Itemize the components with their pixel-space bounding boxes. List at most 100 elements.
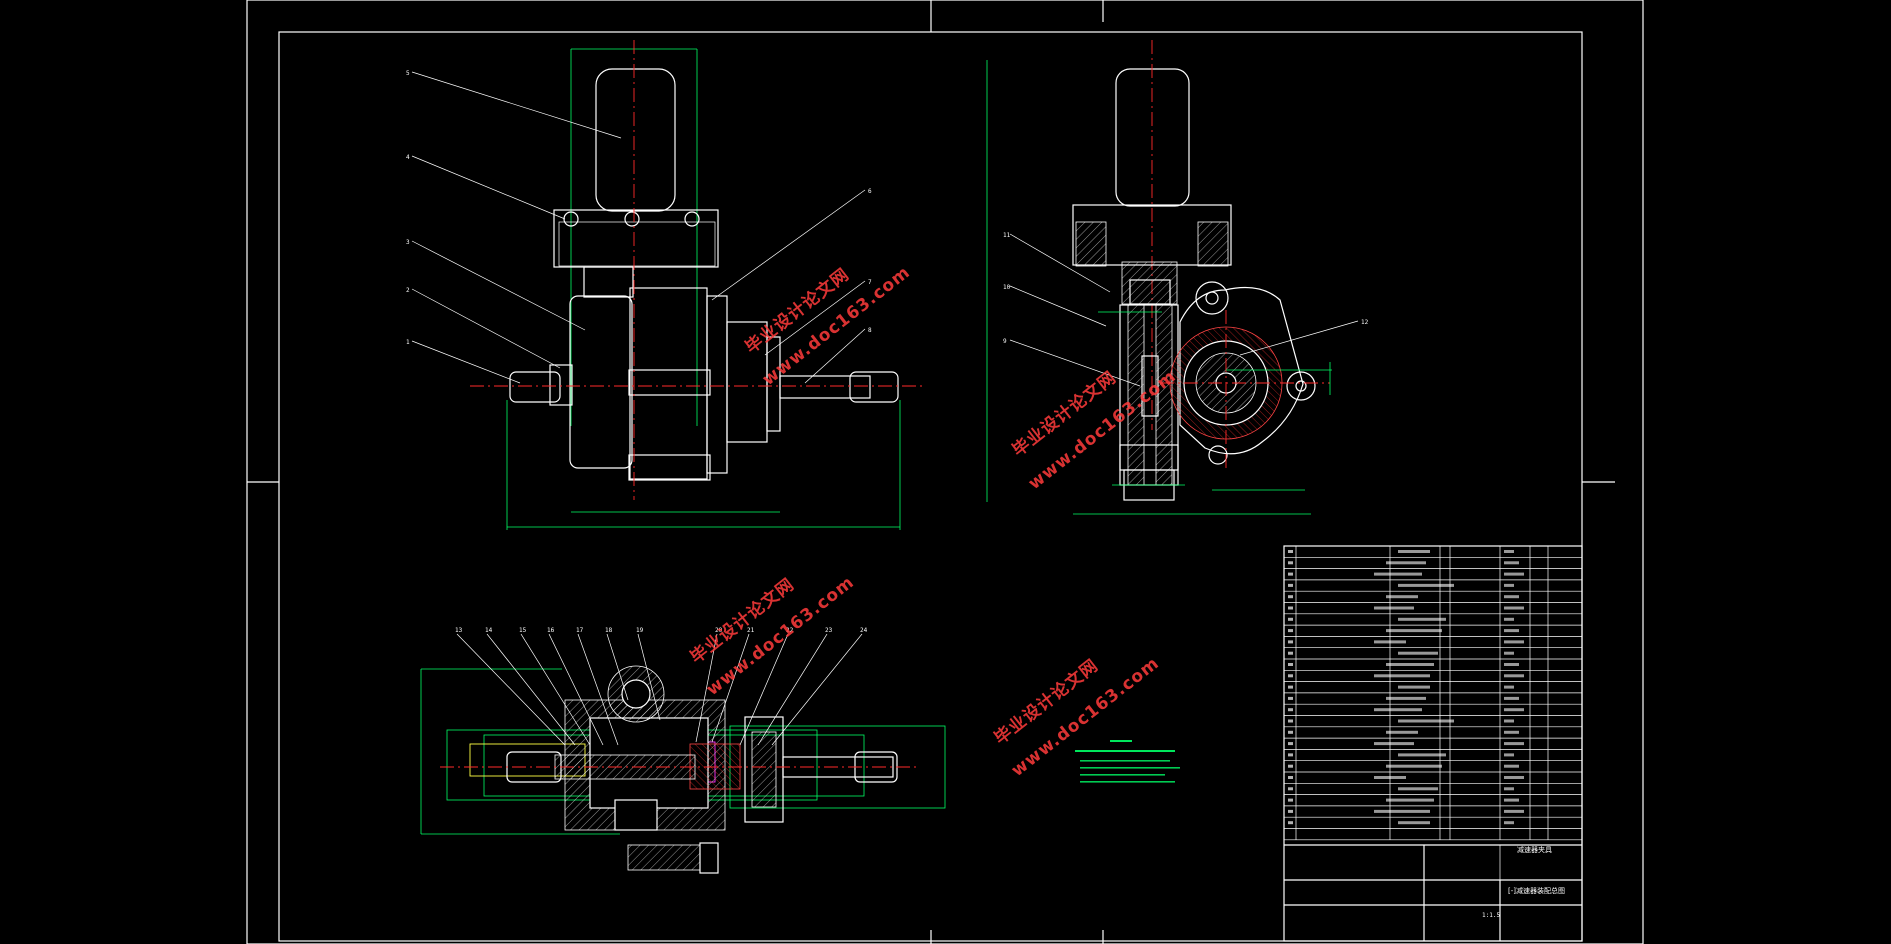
parts-list-index-mark xyxy=(1288,640,1293,644)
parts-list-material-mark xyxy=(1504,809,1524,813)
svg-text:13: 13 xyxy=(455,627,463,634)
parts-list-name-mark xyxy=(1386,663,1434,666)
parts-list-material-mark xyxy=(1504,798,1519,802)
parts-list-index-mark xyxy=(1288,651,1293,655)
parts-list-index-mark xyxy=(1288,685,1293,689)
parts-list-material-mark xyxy=(1504,617,1514,621)
parts-list-material-mark xyxy=(1504,663,1519,666)
parts-list-material-mark xyxy=(1504,606,1524,610)
svg-text:14: 14 xyxy=(485,627,493,634)
parts-list-index-mark xyxy=(1288,617,1293,621)
svg-text:15: 15 xyxy=(519,627,527,634)
parts-list-material-mark xyxy=(1504,685,1514,689)
parts-list-index-mark xyxy=(1288,787,1293,791)
parts-list-name-mark xyxy=(1398,719,1454,723)
svg-text:20: 20 xyxy=(715,627,723,634)
parts-list-name-mark xyxy=(1398,685,1430,689)
parts-list-index-mark xyxy=(1288,719,1293,723)
parts-list-name-mark xyxy=(1374,572,1422,576)
svg-text:17: 17 xyxy=(576,627,584,634)
parts-list-name-mark xyxy=(1398,617,1446,621)
parts-list-index-mark xyxy=(1288,572,1293,576)
svg-text:2: 2 xyxy=(406,287,410,294)
parts-list-name-mark xyxy=(1386,798,1434,802)
parts-list-index-mark xyxy=(1288,674,1293,678)
parts-list-index-mark xyxy=(1288,798,1293,802)
parts-list-name-mark xyxy=(1374,674,1430,678)
parts-list-index-mark xyxy=(1288,550,1293,553)
parts-list-name-mark xyxy=(1386,561,1426,565)
parts-list-name-mark xyxy=(1398,550,1430,553)
front-view: 5 4 3 2 1 6 7 8 xyxy=(406,40,925,530)
parts-list-index-mark xyxy=(1288,583,1293,587)
parts-list-name-mark xyxy=(1374,640,1406,644)
parts-list-material-mark xyxy=(1504,787,1514,791)
svg-text:10: 10 xyxy=(1003,284,1011,291)
parts-list-index-mark xyxy=(1288,696,1293,700)
svg-text:5: 5 xyxy=(406,70,410,77)
technical-notes xyxy=(1075,740,1180,783)
parts-list-name-mark xyxy=(1386,730,1418,734)
parts-list-index-mark xyxy=(1288,595,1293,599)
svg-text:1: 1 xyxy=(406,339,410,346)
parts-list-material-mark xyxy=(1504,821,1514,825)
parts-list-name-mark xyxy=(1374,776,1406,779)
side-view: 11 10 9 12 xyxy=(986,40,1369,515)
svg-text:8: 8 xyxy=(868,327,872,334)
svg-text:12: 12 xyxy=(1361,319,1369,326)
parts-list-material-mark xyxy=(1504,719,1514,723)
parts-list-material-mark xyxy=(1504,651,1514,655)
parts-list-name-mark xyxy=(1386,629,1442,633)
parts-list-material-mark xyxy=(1504,640,1524,644)
parts-list-material-mark xyxy=(1504,583,1514,587)
parts-list-material-mark xyxy=(1504,753,1514,757)
parts-list-material-mark xyxy=(1504,629,1519,633)
svg-text:23: 23 xyxy=(825,627,833,634)
title-block-sub-title: [-]减速器装配总图 xyxy=(1508,886,1565,895)
svg-text:4: 4 xyxy=(406,154,410,161)
svg-text:21: 21 xyxy=(747,627,755,634)
svg-text:18: 18 xyxy=(605,627,613,634)
parts-list-material-mark xyxy=(1504,776,1524,779)
parts-list-material-mark xyxy=(1504,742,1524,746)
parts-list-index-mark xyxy=(1288,742,1293,746)
parts-list-name-mark xyxy=(1398,787,1438,791)
parts-list-name-mark xyxy=(1398,753,1446,757)
parts-list-material-mark xyxy=(1504,561,1519,565)
parts-list-index-mark xyxy=(1288,606,1293,610)
parts-list-index-mark xyxy=(1288,753,1293,757)
parts-list-material-mark xyxy=(1504,730,1519,734)
parts-list-material-mark xyxy=(1504,550,1514,553)
parts-list-material-mark xyxy=(1504,696,1519,700)
svg-text:16: 16 xyxy=(547,627,555,634)
parts-list-index-mark xyxy=(1288,764,1293,768)
svg-text:6: 6 xyxy=(868,188,872,195)
svg-text:9: 9 xyxy=(1003,338,1007,345)
parts-list-index-mark xyxy=(1288,629,1293,633)
parts-list-index-mark xyxy=(1288,776,1293,779)
title-block xyxy=(1283,545,1583,942)
parts-list-name-mark xyxy=(1386,696,1426,700)
svg-text:24: 24 xyxy=(860,627,868,634)
parts-list-material-mark xyxy=(1504,708,1524,712)
section-view: 13 14 15 16 17 18 19 20 21 22 23 24 xyxy=(420,627,946,874)
parts-list-name-mark xyxy=(1374,708,1422,712)
parts-list-name-mark xyxy=(1398,583,1454,587)
parts-list-name-mark xyxy=(1398,651,1438,655)
title-block-drawing-title: 减速器夹具 xyxy=(1517,845,1552,854)
svg-text:19: 19 xyxy=(636,627,644,634)
svg-text:3: 3 xyxy=(406,239,410,246)
parts-list-name-mark xyxy=(1374,742,1414,746)
parts-list-index-mark xyxy=(1288,561,1293,565)
parts-list-index-mark xyxy=(1288,809,1293,813)
parts-list-index-mark xyxy=(1288,821,1293,825)
svg-text:11: 11 xyxy=(1003,232,1011,239)
parts-list-index-mark xyxy=(1288,730,1293,734)
sheet-border xyxy=(246,0,1644,944)
parts-list-name-mark xyxy=(1374,809,1430,813)
watermarks: 毕业设计论文网 www.doc163.com 毕业设计论文网 www.doc16… xyxy=(686,262,1180,781)
parts-list-material-mark xyxy=(1504,674,1524,678)
parts-list-name-mark xyxy=(1386,764,1442,768)
parts-list-material-mark xyxy=(1504,764,1519,768)
parts-list-name-mark xyxy=(1374,606,1414,610)
